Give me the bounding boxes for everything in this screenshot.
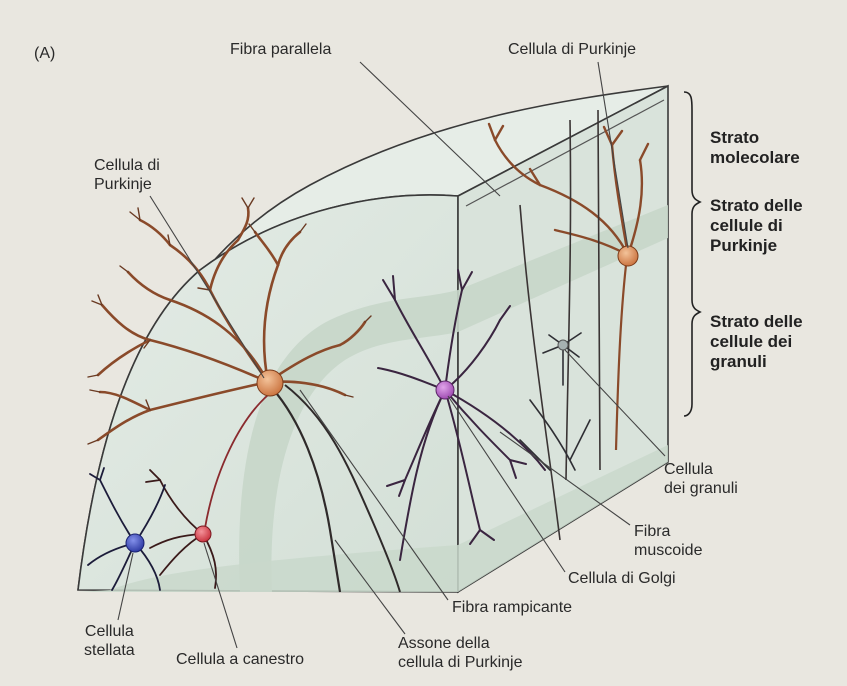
label-fibra-parallela: Fibra parallela (230, 40, 331, 59)
basket-cell-body (195, 526, 211, 542)
label-strato-purkinje: Strato delle cellule di Purkinje (710, 196, 803, 256)
label-strato-granuli: Strato delle cellule dei granuli (710, 312, 803, 372)
label-cellula-canestro: Cellula a canestro (176, 650, 304, 669)
golgi-cell-body (436, 381, 454, 399)
label-assone-purkinje: Assone della cellula di Purkinje (398, 634, 523, 672)
label-strato-molecolare: Strato molecolare (710, 128, 800, 168)
label-cellula-stellata: Cellula stellata (84, 622, 135, 660)
label-cellula-granuli: Cellula dei granuli (664, 460, 738, 498)
purkinje-cell-body-side (618, 246, 638, 266)
label-purkinje-top: Cellula di Purkinje (508, 40, 636, 59)
label-purkinje-left: Cellula di Purkinje (94, 156, 160, 194)
granule-cell-body (558, 340, 568, 350)
stellate-cell-body (126, 534, 144, 552)
panel-label: (A) (34, 44, 55, 63)
layer-bracket (684, 92, 700, 416)
label-fibra-muscoide: Fibra muscoide (634, 522, 702, 560)
label-cellula-golgi: Cellula di Golgi (568, 569, 676, 588)
label-fibra-rampicante: Fibra rampicante (452, 598, 572, 617)
